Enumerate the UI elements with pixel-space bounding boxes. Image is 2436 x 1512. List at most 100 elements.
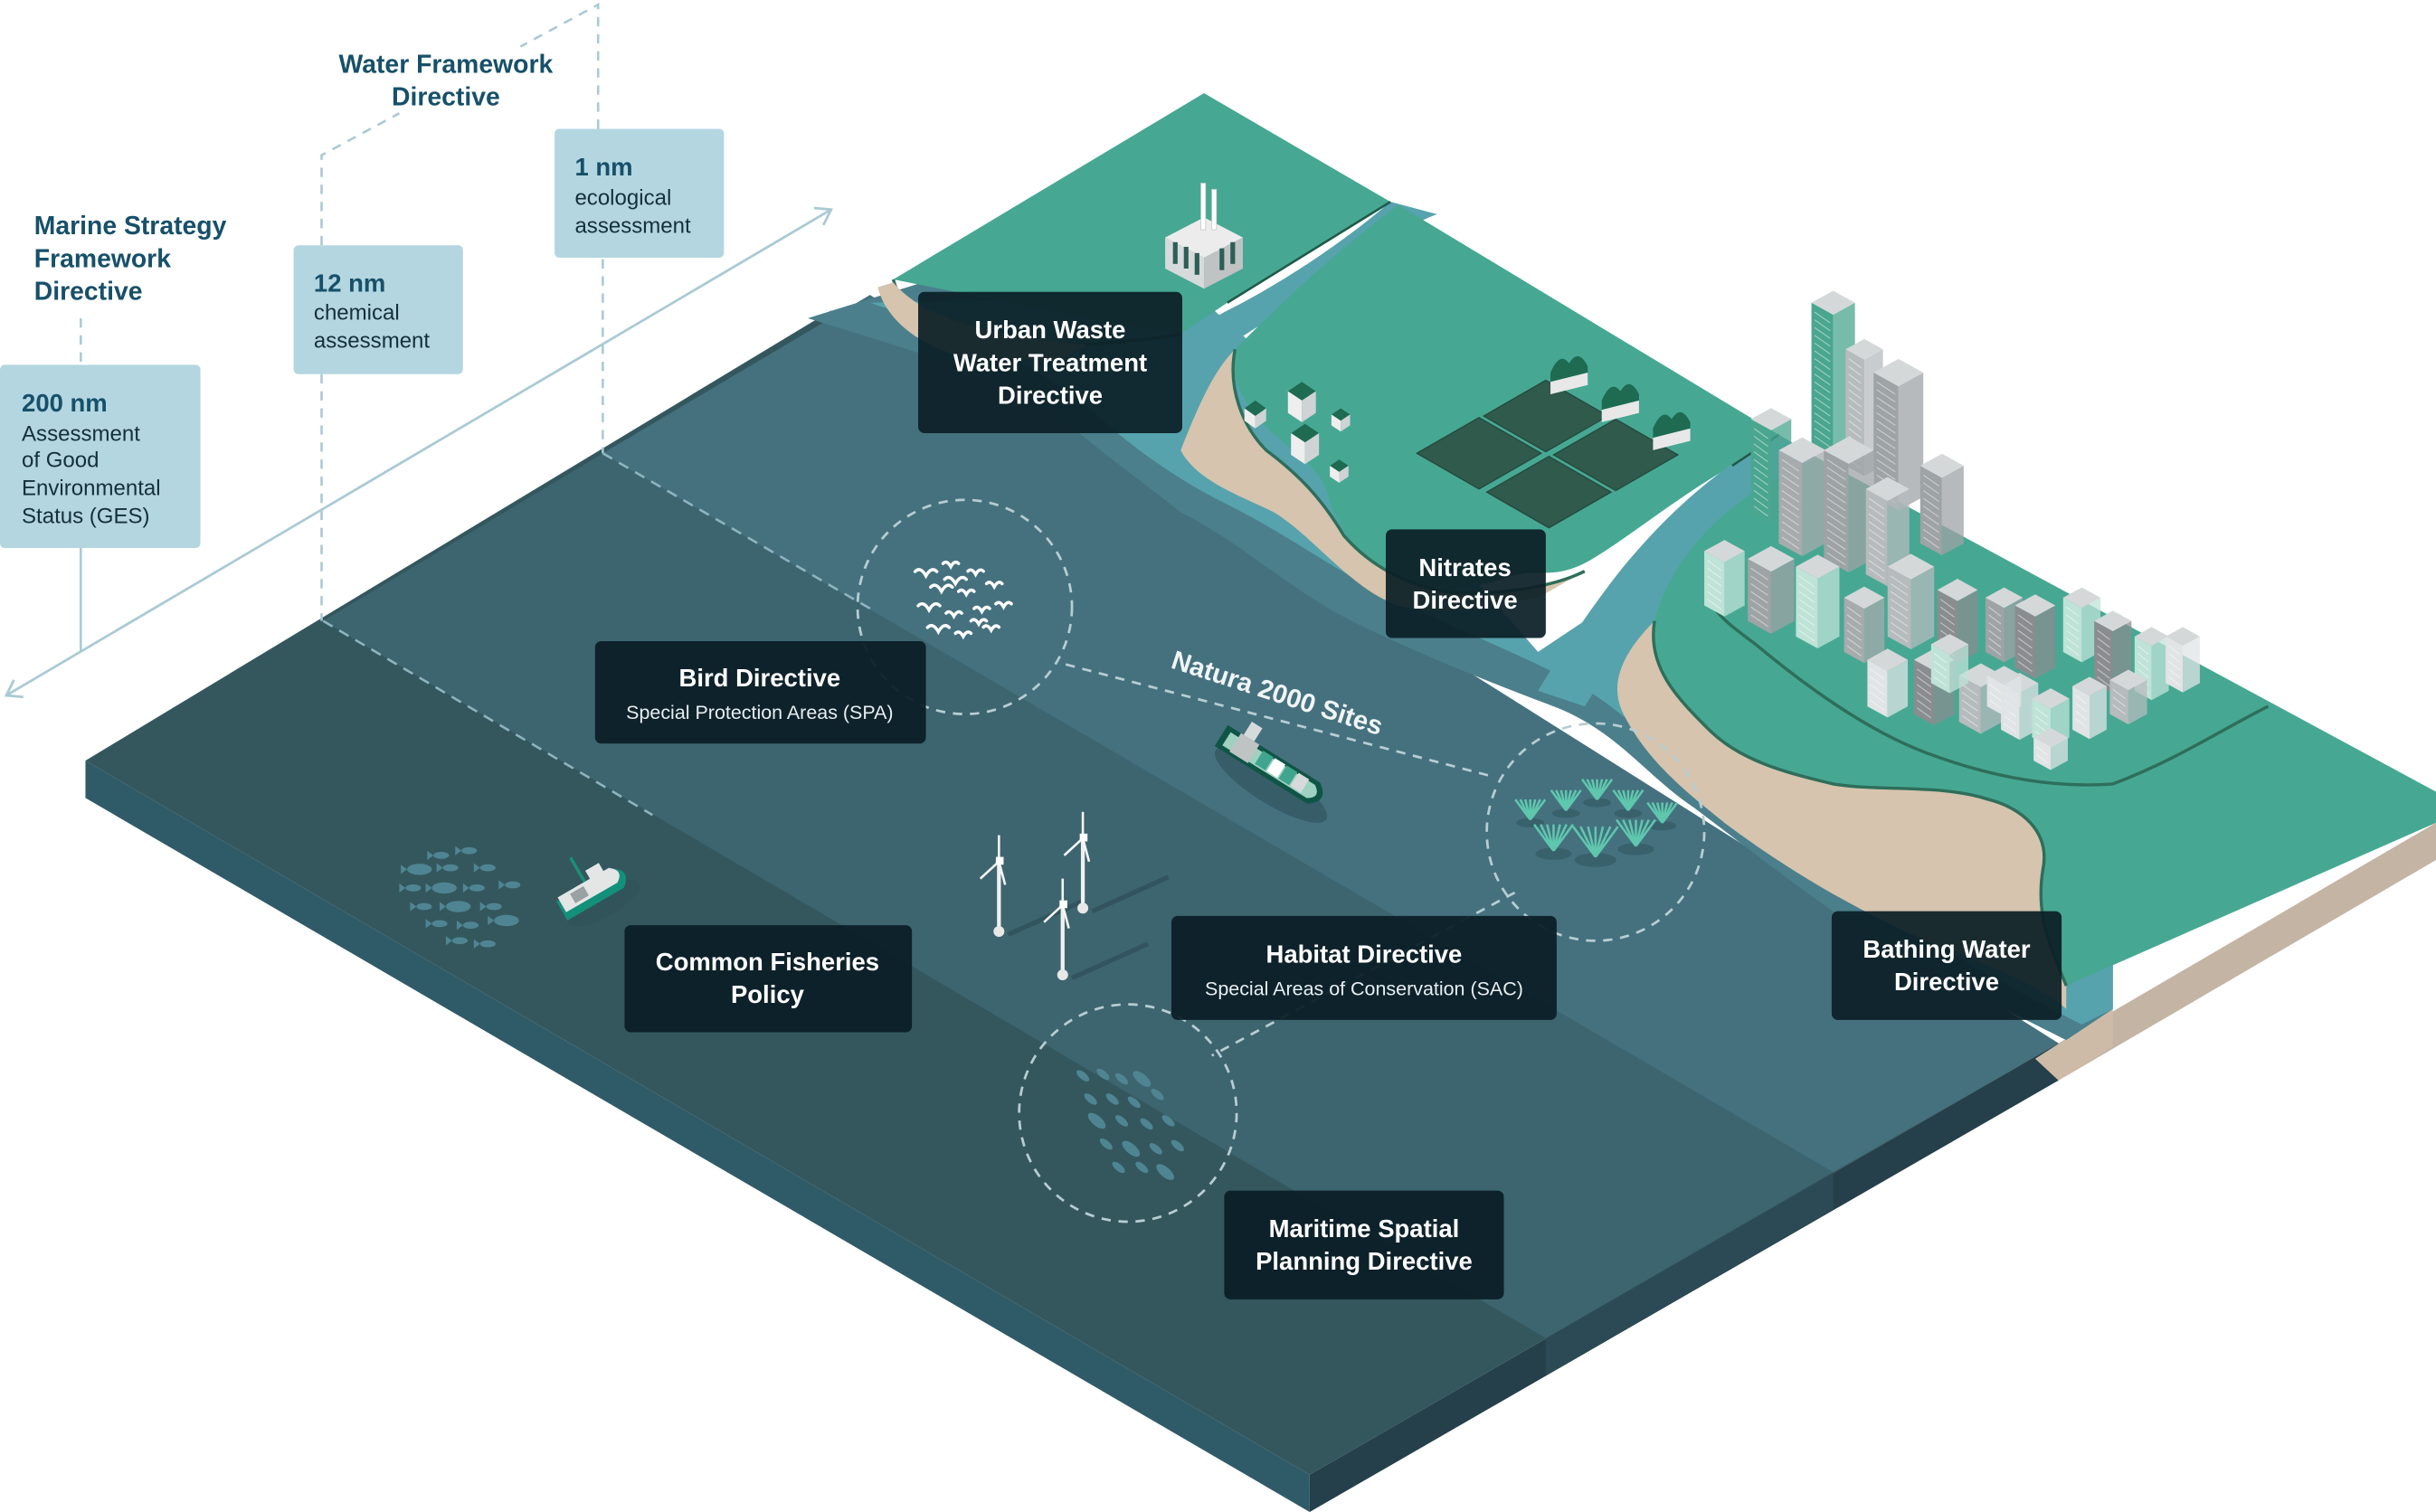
building — [1867, 648, 1909, 718]
habitat-directive-label[interactable]: Habitat Directive Special Areas of Conse… — [1171, 915, 1557, 1020]
crop-fields-icon — [1415, 379, 1680, 529]
fish — [1140, 1118, 1153, 1130]
building — [1704, 540, 1745, 617]
distance-desc: assessment — [314, 329, 430, 354]
turbine-nacelle — [1059, 900, 1067, 909]
distance-value: 1 nm — [574, 153, 632, 181]
wfd-leader-1nm — [519, 2, 600, 129]
label-line: Bathing Water — [1863, 935, 2031, 963]
fish-tail — [456, 920, 463, 931]
wfd-leader-12nm — [320, 112, 401, 246]
crop-field — [1485, 455, 1613, 529]
land-farm-area — [1233, 204, 1779, 588]
building — [1844, 586, 1885, 664]
building — [1824, 436, 1874, 573]
bird-area-circle — [856, 498, 1074, 716]
building — [1778, 437, 1826, 556]
fishing-boat-icon — [556, 856, 640, 927]
fish-tail — [440, 902, 446, 912]
fish-tail — [445, 936, 452, 946]
turbine-shadow — [1071, 941, 1150, 980]
fish — [1161, 1115, 1175, 1127]
building — [1748, 545, 1795, 634]
seagrass-base — [1583, 798, 1612, 808]
bird-directive-label[interactable]: Bird Directive Special Protection Areas … — [594, 640, 926, 744]
turbine-nacelle — [995, 856, 1004, 865]
bird — [953, 630, 973, 640]
fish-tail — [399, 883, 406, 893]
label-line: Policy — [731, 980, 805, 1008]
urban-waste-water-label[interactable]: Urban Waste Water Treatment Directive — [918, 291, 1182, 433]
maritime-spatial-planning-label[interactable]: Maritime Spatial Planning Directive — [1224, 1190, 1504, 1299]
fish — [494, 914, 519, 927]
turbine-shadow — [1007, 898, 1085, 937]
msfd-heading: Marine Strategy Framework Directive — [34, 212, 227, 306]
fish — [451, 937, 468, 945]
fish — [442, 864, 459, 872]
distance-desc: of Good — [22, 449, 99, 473]
fish — [1114, 1115, 1129, 1127]
bird — [944, 610, 963, 620]
bird — [966, 568, 985, 578]
wfd-heading-line: Directive — [392, 83, 500, 112]
land-divider-1 — [1227, 201, 1391, 304]
fish-tail — [401, 865, 407, 874]
turbine-shadow — [1091, 874, 1170, 914]
label-subtitle: Special Areas of Conservation (SAC) — [1205, 978, 1523, 999]
fish — [433, 852, 450, 859]
distance-axis — [5, 208, 832, 697]
building — [1796, 554, 1840, 649]
estuary — [1538, 434, 1818, 707]
seagrass-blade — [1594, 826, 1619, 858]
seagrass-blade — [1529, 799, 1547, 821]
seagrass-base — [1614, 808, 1643, 818]
sand-farm — [1180, 349, 1585, 611]
city-edge — [1652, 620, 2068, 987]
fish — [1122, 1140, 1141, 1158]
building — [2166, 627, 2200, 693]
seagrass-base — [1617, 843, 1654, 855]
fish — [1133, 1071, 1152, 1087]
common-fisheries-policy-label[interactable]: Common Fisheries Policy — [624, 925, 913, 1033]
distance-box-200nm: 200 nm Assessment of Good Environmental … — [0, 364, 201, 548]
building — [1873, 358, 1924, 511]
fish — [406, 864, 432, 875]
turbine-base — [993, 925, 1005, 937]
bird — [994, 600, 1013, 610]
fish-tail — [473, 863, 480, 873]
label-line: Planning Directive — [1256, 1247, 1473, 1275]
fish-tail — [498, 880, 506, 890]
turbine-base — [1057, 969, 1068, 981]
slab-side-left — [85, 761, 1310, 1512]
fish — [1156, 1164, 1174, 1180]
label-line: Nitrates — [1418, 553, 1511, 581]
distance-desc: Environmental — [22, 477, 161, 501]
slab-side-right-land — [2058, 822, 2436, 1081]
bird — [913, 568, 939, 580]
distance-value: 200 nm — [22, 389, 108, 417]
building — [2109, 669, 2147, 724]
fish-area-circle — [1018, 1003, 1238, 1224]
distance-desc: chemical — [314, 301, 400, 326]
fish — [461, 846, 478, 855]
axis-arrowhead-left — [4, 679, 24, 699]
fish-tail — [425, 883, 432, 893]
houses-icon — [1244, 382, 1351, 483]
fish-tail — [436, 863, 443, 873]
label-line: Maritime Spatial — [1269, 1214, 1460, 1243]
crop-field — [1552, 418, 1680, 492]
natura-link-1 — [1065, 663, 1493, 778]
msfd-heading-line: Directive — [34, 277, 143, 306]
fish — [1171, 1139, 1184, 1152]
label-title: Habitat Directive — [1266, 940, 1463, 968]
seagrass-blade — [1661, 801, 1679, 824]
distance-desc: Assessment — [22, 422, 140, 447]
seagrass-base — [1551, 808, 1580, 818]
msfd-heading-line: Framework — [34, 244, 171, 273]
bathing-water-directive-label[interactable]: Bathing Water Directive — [1831, 911, 2062, 1020]
fish — [462, 921, 479, 929]
fish — [445, 901, 471, 912]
fish — [1105, 1093, 1119, 1105]
factory-icon — [1165, 183, 1243, 289]
nitrates-directive-label[interactable]: Nitrates Directive — [1385, 529, 1546, 638]
